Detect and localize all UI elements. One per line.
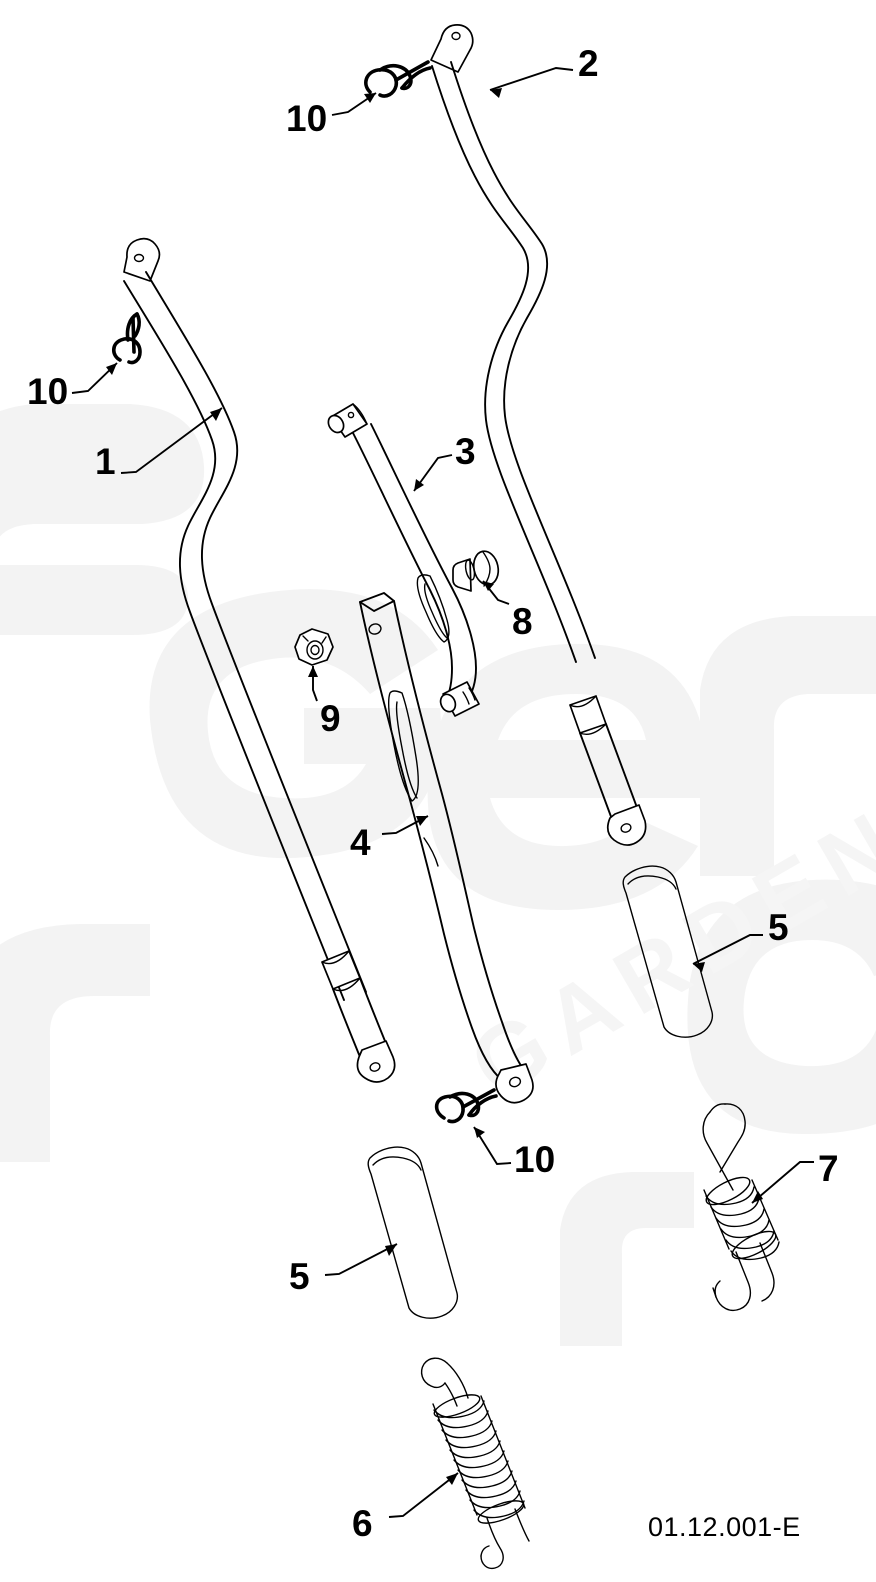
callout-4: 4 xyxy=(350,822,371,863)
part-spring-long xyxy=(420,1357,530,1570)
leader-6 xyxy=(388,1472,459,1518)
callout-3: 3 xyxy=(455,431,476,472)
leader-3 xyxy=(413,454,453,492)
part-control-rod-short xyxy=(123,237,396,1083)
leader-10-left xyxy=(71,362,118,394)
leader-5-upper xyxy=(692,934,763,972)
leader-2 xyxy=(489,67,574,98)
leader-1 xyxy=(120,407,223,474)
callout-5-upper: 5 xyxy=(768,907,789,948)
part-hairpin-clip-top xyxy=(364,60,432,98)
leader-10-top xyxy=(331,92,377,116)
callout-10-left: 10 xyxy=(27,371,69,412)
drawing-code-label: 01.12.001-E xyxy=(648,1512,801,1542)
part-hairpin-clip-left xyxy=(111,312,142,365)
part-handle-grip-lower xyxy=(367,1146,459,1319)
callout-9: 9 xyxy=(320,698,341,739)
callout-6: 6 xyxy=(352,1503,373,1544)
leader-7 xyxy=(751,1161,814,1204)
leader-8 xyxy=(482,580,510,605)
callout-2: 2 xyxy=(578,43,599,84)
callout-5-lower: 5 xyxy=(289,1256,310,1297)
callout-10-top: 10 xyxy=(286,98,328,139)
leader-9 xyxy=(308,666,318,702)
callout-7: 7 xyxy=(818,1148,839,1189)
callout-8: 8 xyxy=(512,601,533,642)
part-hairpin-clip-bottom xyxy=(434,1088,498,1124)
leader-4 xyxy=(381,815,429,835)
callout-1: 1 xyxy=(95,441,116,482)
part-carriage-bolt xyxy=(452,550,500,592)
leader-5-lower xyxy=(324,1243,398,1276)
leader-10-bottom xyxy=(473,1126,512,1165)
callout-10-bottom: 10 xyxy=(514,1139,556,1180)
